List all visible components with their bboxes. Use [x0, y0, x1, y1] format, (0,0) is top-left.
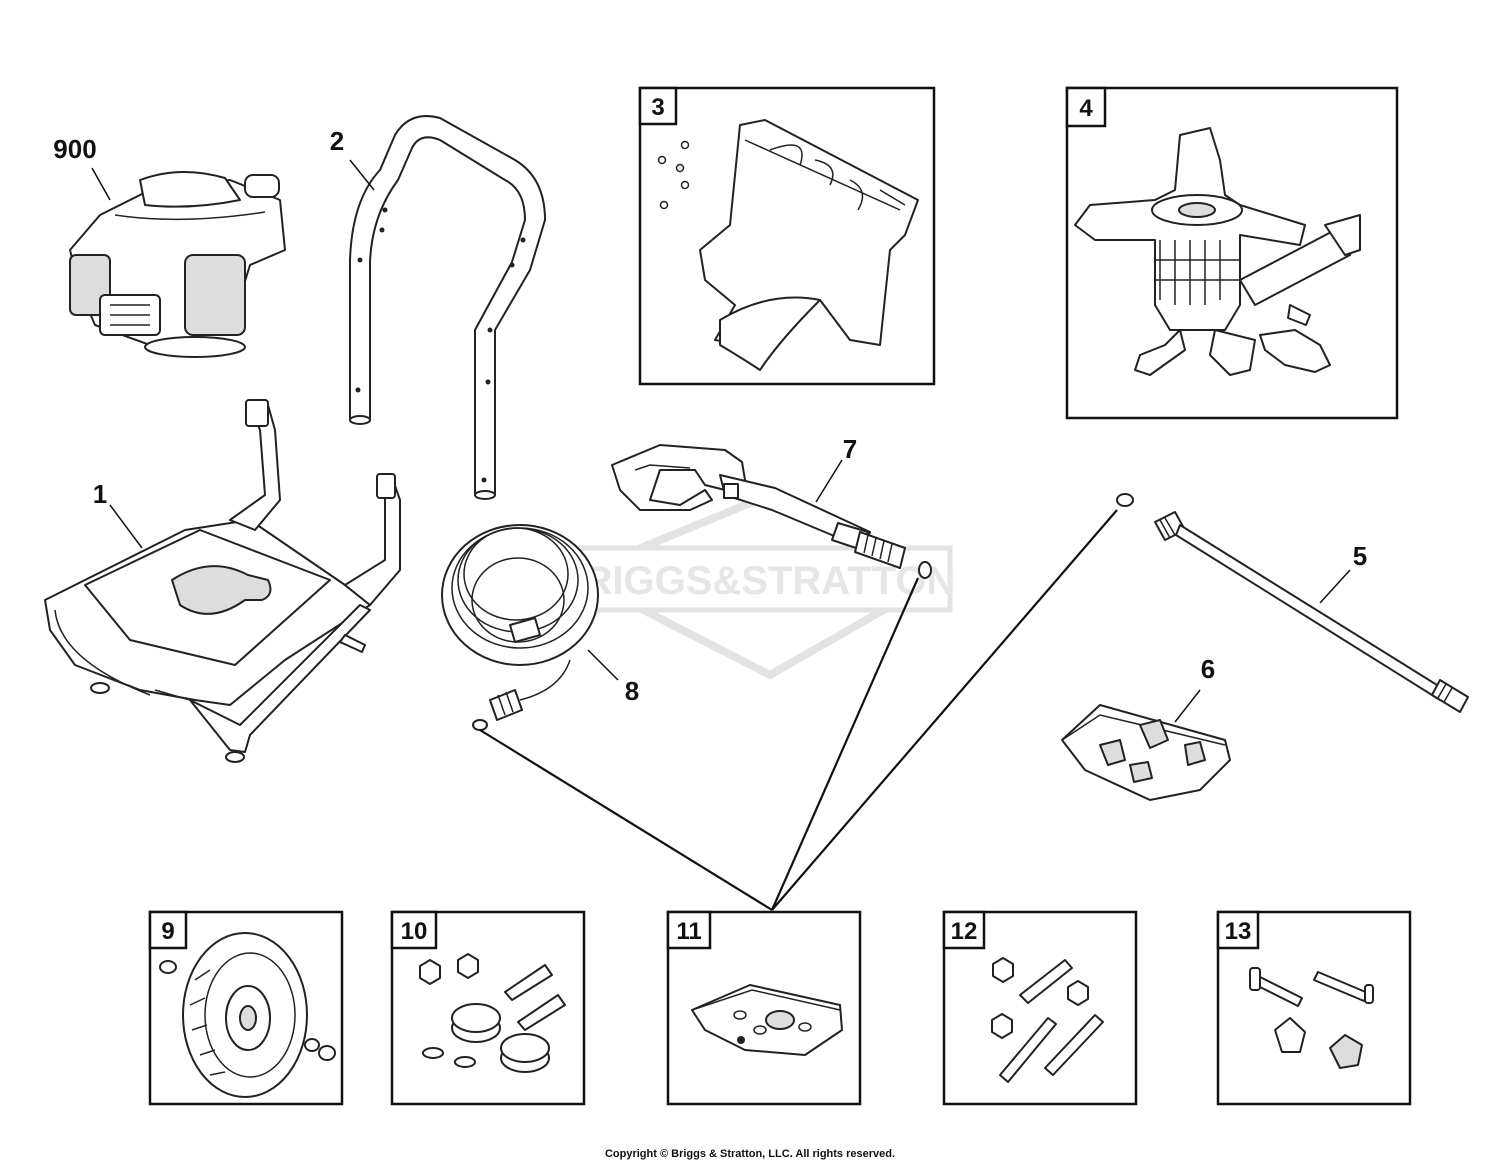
- hardware-pack-11[interactable]: [691, 984, 843, 1056]
- pump-part[interactable]: [1074, 127, 1361, 376]
- callout-2: 2: [330, 126, 344, 156]
- box-10[interactable]: [390, 910, 586, 1106]
- box-9-label: 9: [161, 918, 174, 945]
- kit-11-connectors: [479, 509, 1118, 911]
- box-13-label: 13: [1225, 918, 1252, 945]
- box-3-label: 3: [651, 94, 664, 121]
- wand-part[interactable]: [1116, 493, 1469, 713]
- callout-1: 1: [93, 479, 107, 509]
- bolt-knob-kit-13[interactable]: [1249, 967, 1374, 1069]
- nozzle-kit-part[interactable]: [1061, 704, 1231, 801]
- copyright-notice: Copyright © Briggs & Stratton, LLC. All …: [604, 1148, 896, 1160]
- frame-part[interactable]: [44, 399, 401, 763]
- box-10-label: 10: [401, 918, 428, 945]
- box-12[interactable]: [942, 910, 1138, 1106]
- hardware-kit-10[interactable]: [419, 953, 566, 1073]
- box-4[interactable]: [1065, 86, 1399, 420]
- box-4-label: 4: [1079, 95, 1093, 122]
- wheel-part[interactable]: [159, 932, 336, 1098]
- box-11[interactable]: [666, 910, 862, 1106]
- hose-part[interactable]: [441, 524, 599, 731]
- callout-900: 900: [53, 134, 96, 164]
- bolt-kit-12[interactable]: [991, 957, 1104, 1083]
- handle-part[interactable]: [349, 115, 546, 500]
- box-13[interactable]: [1216, 910, 1412, 1106]
- box-3[interactable]: [638, 86, 936, 386]
- box-11-label: 11: [676, 918, 701, 945]
- spray-gun-part[interactable]: [611, 444, 932, 579]
- watermark-logo: BRIGGS&STRATTON: [555, 490, 956, 680]
- callout-5: 5: [1353, 541, 1367, 571]
- engine-part[interactable]: [69, 171, 286, 358]
- watermark-text: BRIGGS&STRATTON: [555, 559, 956, 603]
- callout-8: 8: [625, 676, 639, 706]
- callout-7: 7: [843, 434, 857, 464]
- callout-6: 6: [1201, 654, 1215, 684]
- box-9[interactable]: [148, 910, 344, 1106]
- bracket-part[interactable]: [657, 119, 919, 371]
- box-12-label: 12: [951, 918, 978, 945]
